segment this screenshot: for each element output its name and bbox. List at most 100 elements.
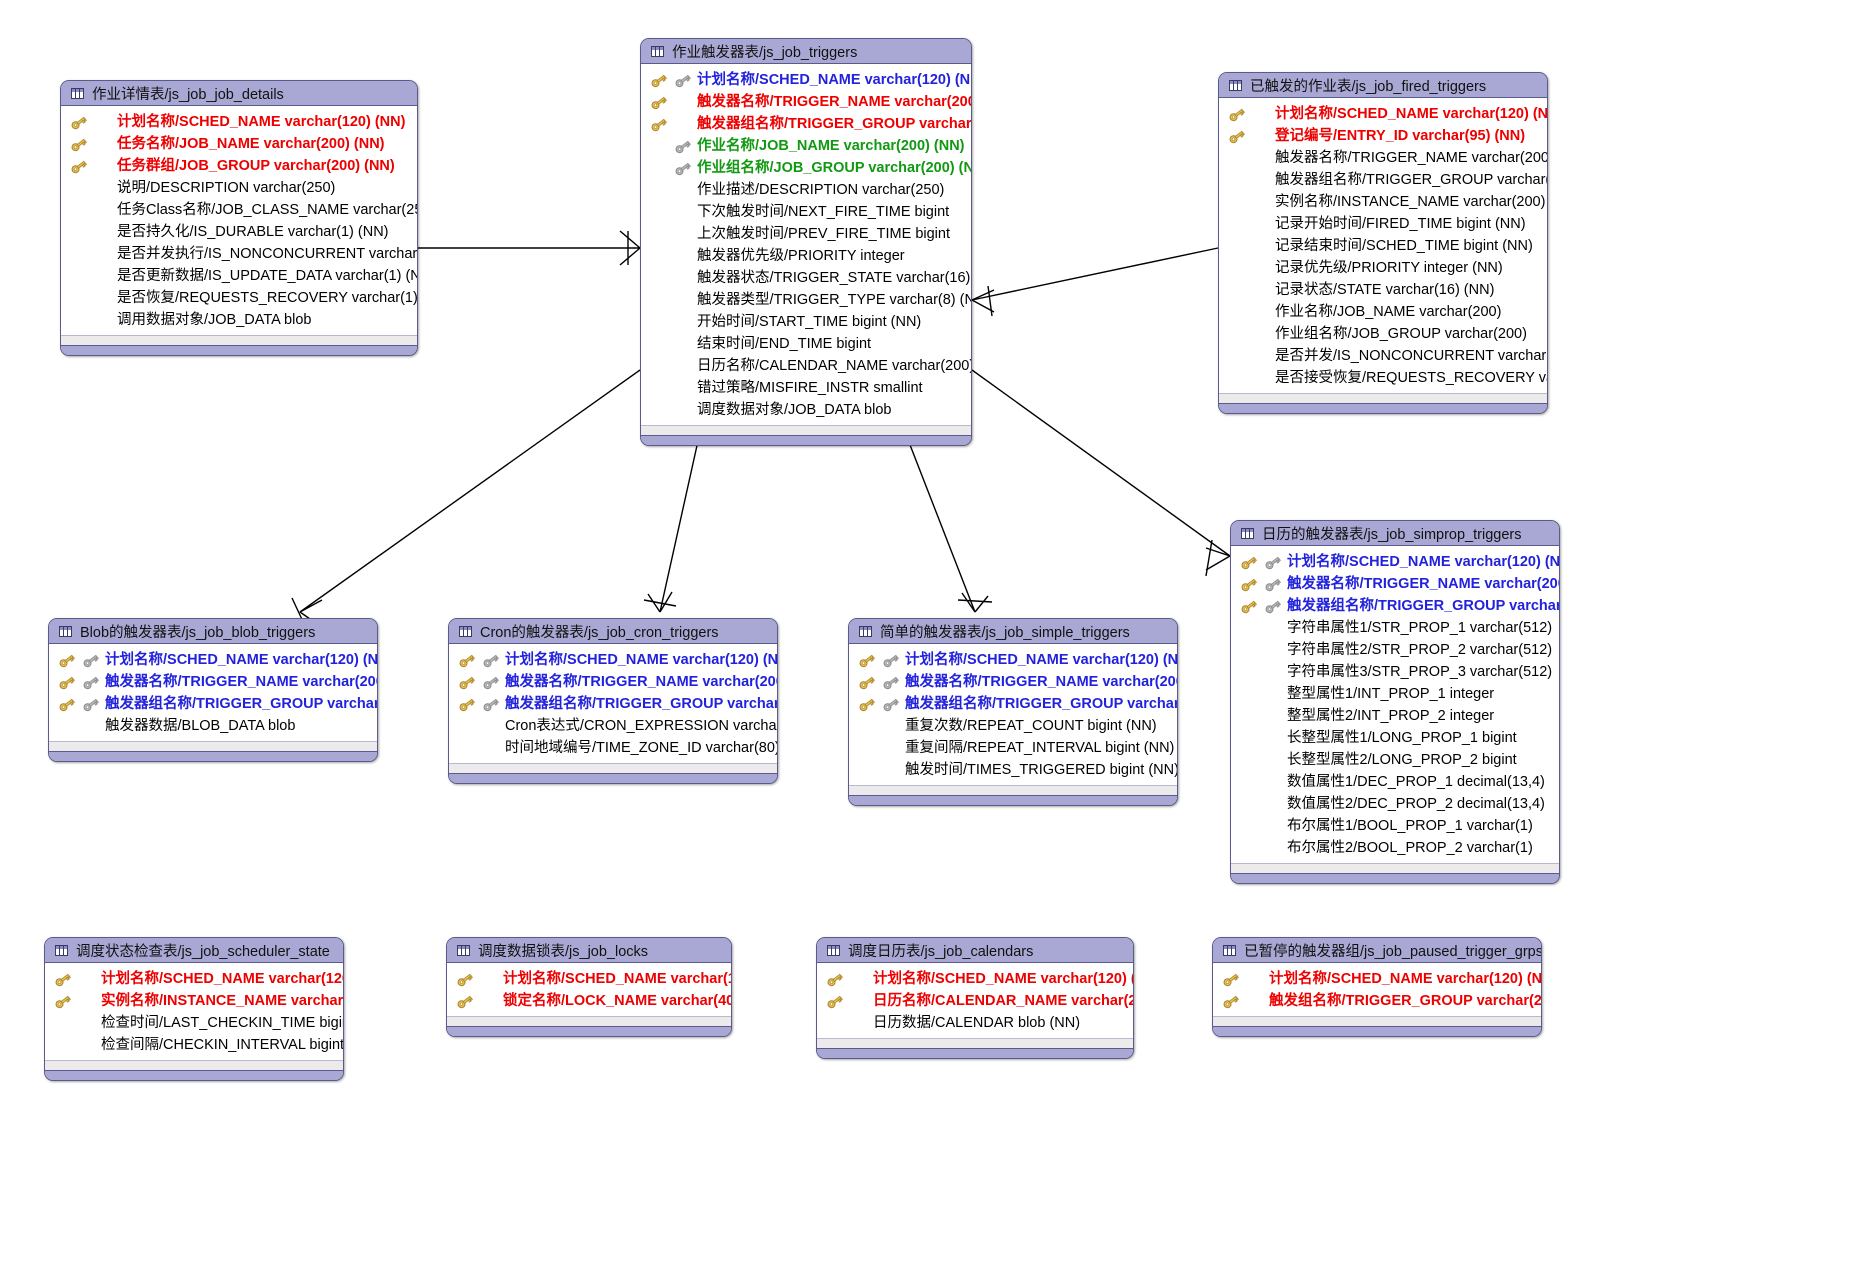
- attribute-row[interactable]: 触发器名称/TRIGGER_NAME varchar(200) (NN): [1219, 147, 1547, 169]
- attribute-row[interactable]: 重复间隔/REPEAT_INTERVAL bigint (NN): [849, 737, 1177, 759]
- attribute-row[interactable]: 长整型属性2/LONG_PROP_2 bigint: [1231, 749, 1559, 771]
- entity-job_triggers[interactable]: 作业触发器表/js_job_triggers 计划名称/SCHED_NAME v…: [640, 38, 972, 446]
- entity-paused_trigger_grps[interactable]: 已暂停的触发器组/js_job_paused_trigger_grps 计划名称…: [1212, 937, 1542, 1037]
- attribute-row[interactable]: 触发器名称/TRIGGER_NAME varchar(200) (NN): [1231, 573, 1559, 595]
- entity-header-paused_trigger_grps[interactable]: 已暂停的触发器组/js_job_paused_trigger_grps: [1213, 938, 1541, 963]
- entity-header-calendars[interactable]: 调度日历表/js_job_calendars: [817, 938, 1133, 963]
- attribute-row[interactable]: 作业组名称/JOB_GROUP varchar(200) (NN): [641, 157, 971, 179]
- entity-resize-grip[interactable]: [1219, 403, 1547, 413]
- attribute-row[interactable]: 实例名称/INSTANCE_NAME varchar(200) (NN): [1219, 191, 1547, 213]
- entity-header-simprop_triggers[interactable]: 日历的触发器表/js_job_simprop_triggers: [1231, 521, 1559, 546]
- attribute-row[interactable]: 检查间隔/CHECKIN_INTERVAL bigint (NN): [45, 1034, 343, 1056]
- entity-resize-grip[interactable]: [447, 1026, 731, 1036]
- attribute-row[interactable]: 触发组名称/TRIGGER_GROUP varchar(200) (NN): [1213, 990, 1541, 1012]
- attribute-row[interactable]: 是否更新数据/IS_UPDATE_DATA varchar(1) (NN): [61, 265, 417, 287]
- attribute-row[interactable]: 结束时间/END_TIME bigint: [641, 333, 971, 355]
- attribute-row[interactable]: 计划名称/SCHED_NAME varchar(120) (NN): [45, 968, 343, 990]
- attribute-row[interactable]: 记录优先级/PRIORITY integer (NN): [1219, 257, 1547, 279]
- attribute-row[interactable]: 触发器状态/TRIGGER_STATE varchar(16) (NN): [641, 267, 971, 289]
- attribute-row[interactable]: 整型属性2/INT_PROP_2 integer: [1231, 705, 1559, 727]
- entity-header-locks[interactable]: 调度数据锁表/js_job_locks: [447, 938, 731, 963]
- attribute-row[interactable]: 计划名称/SCHED_NAME varchar(120) (NN): [817, 968, 1133, 990]
- attribute-row[interactable]: 登记编号/ENTRY_ID varchar(95) (NN): [1219, 125, 1547, 147]
- entity-header-simple_triggers[interactable]: 简单的触发器表/js_job_simple_triggers: [849, 619, 1177, 644]
- attribute-row[interactable]: 触发器名称/TRIGGER_NAME varchar(200) (NN): [849, 671, 1177, 693]
- attribute-row[interactable]: 是否接受恢复/REQUESTS_RECOVERY varchar(1): [1219, 367, 1547, 389]
- entity-blob_triggers[interactable]: Blob的触发器表/js_job_blob_triggers 计划名称/SCHE…: [48, 618, 378, 762]
- attribute-row[interactable]: 日历名称/CALENDAR_NAME varchar(200): [641, 355, 971, 377]
- entity-resize-grip[interactable]: [45, 1070, 343, 1080]
- attribute-row[interactable]: 调度数据对象/JOB_DATA blob: [641, 399, 971, 421]
- attribute-row[interactable]: 任务名称/JOB_NAME varchar(200) (NN): [61, 133, 417, 155]
- attribute-row[interactable]: 是否持久化/IS_DURABLE varchar(1) (NN): [61, 221, 417, 243]
- attribute-row[interactable]: 触发器组名称/TRIGGER_GROUP varchar(200) (NN): [641, 113, 971, 135]
- attribute-row[interactable]: 计划名称/SCHED_NAME varchar(120) (NN): [641, 69, 971, 91]
- attribute-row[interactable]: 记录开始时间/FIRED_TIME bigint (NN): [1219, 213, 1547, 235]
- attribute-row[interactable]: 开始时间/START_TIME bigint (NN): [641, 311, 971, 333]
- attribute-row[interactable]: 布尔属性2/BOOL_PROP_2 varchar(1): [1231, 837, 1559, 859]
- attribute-row[interactable]: 触发器优先级/PRIORITY integer: [641, 245, 971, 267]
- attribute-row[interactable]: 布尔属性1/BOOL_PROP_1 varchar(1): [1231, 815, 1559, 837]
- entity-header-job_details[interactable]: 作业详情表/js_job_job_details: [61, 81, 417, 106]
- entity-header-fired_triggers[interactable]: 已触发的作业表/js_job_fired_triggers: [1219, 73, 1547, 98]
- attribute-row[interactable]: 锁定名称/LOCK_NAME varchar(40) (NN): [447, 990, 731, 1012]
- attribute-row[interactable]: 是否恢复/REQUESTS_RECOVERY varchar(1) (NN): [61, 287, 417, 309]
- attribute-row[interactable]: 作业描述/DESCRIPTION varchar(250): [641, 179, 971, 201]
- attribute-row[interactable]: 触发器名称/TRIGGER_NAME varchar(200) (NN): [49, 671, 377, 693]
- attribute-row[interactable]: 作业名称/JOB_NAME varchar(200): [1219, 301, 1547, 323]
- attribute-row[interactable]: 计划名称/SCHED_NAME varchar(120) (NN): [447, 968, 731, 990]
- attribute-row[interactable]: 作业名称/JOB_NAME varchar(200) (NN): [641, 135, 971, 157]
- attribute-row[interactable]: 触发器组名称/TRIGGER_GROUP varchar(200) (NN): [449, 693, 777, 715]
- entity-header-job_triggers[interactable]: 作业触发器表/js_job_triggers: [641, 39, 971, 64]
- attribute-row[interactable]: 字符串属性2/STR_PROP_2 varchar(512): [1231, 639, 1559, 661]
- attribute-row[interactable]: 触发器类型/TRIGGER_TYPE varchar(8) (NN): [641, 289, 971, 311]
- entity-simprop_triggers[interactable]: 日历的触发器表/js_job_simprop_triggers 计划名称/SCH…: [1230, 520, 1560, 884]
- entity-fired_triggers[interactable]: 已触发的作业表/js_job_fired_triggers 计划名称/SCHED…: [1218, 72, 1548, 414]
- entity-resize-grip[interactable]: [641, 435, 971, 445]
- attribute-row[interactable]: 触发器组名称/TRIGGER_GROUP varchar(200) (NN): [49, 693, 377, 715]
- attribute-row[interactable]: 数值属性2/DEC_PROP_2 decimal(13,4): [1231, 793, 1559, 815]
- entity-job_details[interactable]: 作业详情表/js_job_job_details 计划名称/SCHED_NAME…: [60, 80, 418, 356]
- attribute-row[interactable]: 触发器组名称/TRIGGER_GROUP varchar(200) (NN): [1231, 595, 1559, 617]
- entity-resize-grip[interactable]: [449, 773, 777, 783]
- attribute-row[interactable]: 触发器数据/BLOB_DATA blob: [49, 715, 377, 737]
- attribute-row[interactable]: 触发时间/TIMES_TRIGGERED bigint (NN): [849, 759, 1177, 781]
- attribute-row[interactable]: 说明/DESCRIPTION varchar(250): [61, 177, 417, 199]
- attribute-row[interactable]: Cron表达式/CRON_EXPRESSION varchar(120) (NN…: [449, 715, 777, 737]
- entity-cron_triggers[interactable]: Cron的触发器表/js_job_cron_triggers 计划名称/SCHE…: [448, 618, 778, 784]
- attribute-row[interactable]: 是否并发执行/IS_NONCONCURRENT varchar(1) (NN): [61, 243, 417, 265]
- entity-resize-grip[interactable]: [817, 1048, 1133, 1058]
- entity-resize-grip[interactable]: [1231, 873, 1559, 883]
- attribute-row[interactable]: 数值属性1/DEC_PROP_1 decimal(13,4): [1231, 771, 1559, 793]
- attribute-row[interactable]: 计划名称/SCHED_NAME varchar(120) (NN): [449, 649, 777, 671]
- attribute-row[interactable]: 上次触发时间/PREV_FIRE_TIME bigint: [641, 223, 971, 245]
- attribute-row[interactable]: 任务Class名称/JOB_CLASS_NAME varchar(250) (N…: [61, 199, 417, 221]
- attribute-row[interactable]: 错过策略/MISFIRE_INSTR smallint: [641, 377, 971, 399]
- attribute-row[interactable]: 计划名称/SCHED_NAME varchar(120) (NN): [1231, 551, 1559, 573]
- attribute-row[interactable]: 是否并发/IS_NONCONCURRENT varchar(1): [1219, 345, 1547, 367]
- attribute-row[interactable]: 下次触发时间/NEXT_FIRE_TIME bigint: [641, 201, 971, 223]
- attribute-row[interactable]: 日历名称/CALENDAR_NAME varchar(200) (NN): [817, 990, 1133, 1012]
- attribute-row[interactable]: 重复次数/REPEAT_COUNT bigint (NN): [849, 715, 1177, 737]
- entity-header-cron_triggers[interactable]: Cron的触发器表/js_job_cron_triggers: [449, 619, 777, 644]
- attribute-row[interactable]: 整型属性1/INT_PROP_1 integer: [1231, 683, 1559, 705]
- attribute-row[interactable]: 调用数据对象/JOB_DATA blob: [61, 309, 417, 331]
- attribute-row[interactable]: 时间地域编号/TIME_ZONE_ID varchar(80): [449, 737, 777, 759]
- entity-locks[interactable]: 调度数据锁表/js_job_locks 计划名称/SCHED_NAME varc…: [446, 937, 732, 1037]
- attribute-row[interactable]: 长整型属性1/LONG_PROP_1 bigint: [1231, 727, 1559, 749]
- attribute-row[interactable]: 计划名称/SCHED_NAME varchar(120) (NN): [49, 649, 377, 671]
- attribute-row[interactable]: 计划名称/SCHED_NAME varchar(120) (NN): [849, 649, 1177, 671]
- attribute-row[interactable]: 作业组名称/JOB_GROUP varchar(200): [1219, 323, 1547, 345]
- attribute-row[interactable]: 记录状态/STATE varchar(16) (NN): [1219, 279, 1547, 301]
- attribute-row[interactable]: 触发器组名称/TRIGGER_GROUP varchar(200) (NN): [849, 693, 1177, 715]
- entity-resize-grip[interactable]: [849, 795, 1177, 805]
- attribute-row[interactable]: 检查时间/LAST_CHECKIN_TIME bigint (NN): [45, 1012, 343, 1034]
- attribute-row[interactable]: 计划名称/SCHED_NAME varchar(120) (NN): [1213, 968, 1541, 990]
- entity-header-scheduler_state[interactable]: 调度状态检查表/js_job_scheduler_state: [45, 938, 343, 963]
- entity-header-blob_triggers[interactable]: Blob的触发器表/js_job_blob_triggers: [49, 619, 377, 644]
- entity-resize-grip[interactable]: [61, 345, 417, 355]
- attribute-row[interactable]: 计划名称/SCHED_NAME varchar(120) (NN): [1219, 103, 1547, 125]
- attribute-row[interactable]: 日历数据/CALENDAR blob (NN): [817, 1012, 1133, 1034]
- entity-calendars[interactable]: 调度日历表/js_job_calendars 计划名称/SCHED_NAME v…: [816, 937, 1134, 1059]
- attribute-row[interactable]: 计划名称/SCHED_NAME varchar(120) (NN): [61, 111, 417, 133]
